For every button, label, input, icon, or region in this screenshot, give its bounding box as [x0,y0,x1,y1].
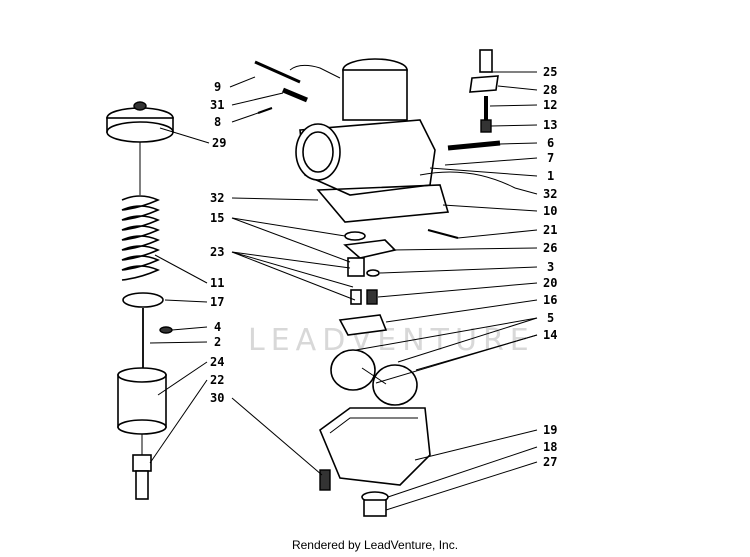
callout-23: 23 [210,245,224,259]
callout-12: 12 [543,98,557,112]
callout-3: 3 [547,260,554,274]
callout-9: 9 [214,80,221,94]
part-float-bowl [319,407,431,486]
part-needle-valve [350,289,362,305]
part-plug [363,499,387,517]
callout-4: 4 [214,320,221,334]
callout-21: 21 [543,223,557,237]
callout-13: 13 [543,118,557,132]
part-needle-valve-seat [347,257,365,277]
part-spring-31 [282,87,308,103]
callout-11: 11 [210,276,224,290]
callout-10: 10 [543,204,557,218]
callout-18: 18 [543,440,557,454]
callout-8: 8 [214,115,221,129]
part-plate [343,239,397,259]
callout-32-right: 32 [543,187,557,201]
callout-31: 31 [210,98,224,112]
callout-19: 19 [543,423,557,437]
footer-credit: Rendered by LeadVenture, Inc. [291,538,459,552]
callout-30: 30 [210,391,224,405]
part-spring [121,195,160,281]
callout-26: 26 [543,241,557,255]
callout-32-left: 32 [210,191,224,205]
callout-14: 14 [543,328,557,342]
callout-17: 17 [210,295,224,309]
callout-24: 24 [210,355,224,369]
callout-2: 2 [214,335,221,349]
part-throttle-valve [117,367,167,435]
callout-29: 29 [212,136,226,150]
leader-lines [149,71,538,511]
part-cap [106,101,174,143]
callout-27: 27 [543,455,557,469]
callout-28: 28 [543,83,557,97]
part-washer [344,231,366,241]
part-o-ring [366,269,380,277]
part-needle-clip [159,326,173,334]
part-screw-9 [254,60,301,84]
part-idle-screw [447,140,501,151]
callout-1: 1 [547,169,554,183]
callout-22: 22 [210,373,224,387]
part-needle-jet [132,434,152,500]
callout-5: 5 [547,311,554,325]
part-screw-8 [257,107,273,114]
callout-7: 7 [547,151,554,165]
callout-6: 6 [547,136,554,150]
callout-16: 16 [543,293,557,307]
watermark-text: LEADVENTURE [248,323,535,358]
part-jet [366,289,378,305]
part-float-pin [427,229,459,239]
callout-20: 20 [543,276,557,290]
callout-15: 15 [210,211,224,225]
part-float-bowl-gasket [316,184,450,223]
part-float-arm [338,314,388,336]
part-floats [330,349,418,406]
callout-25: 25 [543,65,557,79]
part-drain-screw [319,469,331,491]
part-retainer-plate [122,292,164,308]
part-pilot-screw-assembly [469,49,499,133]
